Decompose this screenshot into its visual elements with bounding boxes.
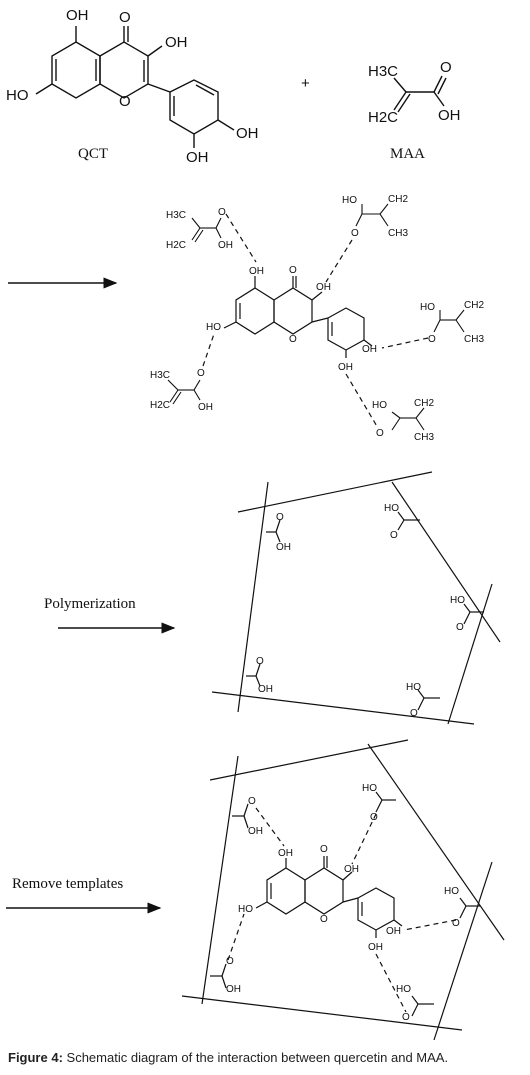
atom-label: O xyxy=(289,334,297,345)
atom-label: H3C xyxy=(368,63,398,80)
atom-label: CH3 xyxy=(388,228,408,239)
atom-label: O xyxy=(351,228,359,239)
atom-label: CH3 xyxy=(414,432,434,443)
atom-label: OH xyxy=(338,362,353,373)
atom-label: OH xyxy=(218,240,233,251)
remove-templates-label: Remove templates xyxy=(12,876,123,892)
atom-label: O xyxy=(197,368,205,379)
atom-label: OH xyxy=(258,684,273,695)
imprinted-labels: O OH HO O HO O O OH HO O OH O OH HO O OH… xyxy=(226,783,460,1023)
atom-label: OH xyxy=(386,926,401,937)
atom-label: HO xyxy=(238,904,253,915)
polymer-network-imprinted xyxy=(181,739,505,1041)
atom-label: CH3 xyxy=(464,334,484,345)
maa-structure-top xyxy=(393,75,447,113)
quercetin-structure-top xyxy=(35,26,235,148)
atom-label: OH xyxy=(186,149,209,166)
atom-label: HO xyxy=(444,886,459,897)
polymerization-label: Polymerization xyxy=(44,596,136,612)
polymer-labels-empty: O OH HO O HO O O OH HO O xyxy=(256,503,465,719)
atom-label: CH2 xyxy=(414,398,434,409)
maa-labels-top: H3C O H2C OH MAA xyxy=(368,59,461,162)
atom-label: O xyxy=(390,530,398,541)
atom-label: H3C xyxy=(150,370,170,381)
quercetin-structure-imprinted xyxy=(255,856,403,938)
qct-label: QCT xyxy=(78,146,108,162)
atom-label: O xyxy=(452,918,460,929)
atom-label: HO xyxy=(396,984,411,995)
atom-label: O xyxy=(320,844,328,855)
atom-label: O xyxy=(218,207,226,218)
figure-caption-label: Figure 4: xyxy=(8,1050,63,1065)
atom-label: HO xyxy=(6,87,29,104)
hydrogen-bonds-imprinted xyxy=(227,807,457,1013)
atom-label: OH xyxy=(278,848,293,859)
quercetin-labels-complex: OH O OH HO O OH OH xyxy=(206,265,377,373)
atom-label: OH xyxy=(438,107,461,124)
atom-label: O xyxy=(428,334,436,345)
atom-label: O xyxy=(248,796,256,807)
atom-label: OH xyxy=(249,266,264,277)
atom-label: OH xyxy=(316,282,331,293)
polymer-network-empty xyxy=(211,471,501,725)
atom-label: OH xyxy=(198,402,213,413)
figure-caption-text: Schematic diagram of the interaction bet… xyxy=(66,1050,449,1065)
atom-label: H3C xyxy=(166,210,186,221)
atom-label: OH xyxy=(66,7,89,24)
quercetin-labels-top: OH O OH HO O OH OH QCT xyxy=(6,7,259,166)
maa-label: MAA xyxy=(390,146,425,162)
atom-label: OH xyxy=(248,826,263,837)
atom-label: OH xyxy=(226,984,241,995)
atom-label: HO xyxy=(450,595,465,606)
atom-label: OH xyxy=(276,542,291,553)
maa-molecules-complex: H3C O H2C OH HO CH2 CH3 O HO CH2 CH3 O xyxy=(150,194,484,443)
atom-label: O xyxy=(376,428,384,439)
atom-label: O xyxy=(320,914,328,925)
atom-label: O xyxy=(276,512,284,523)
atom-label: OH xyxy=(362,344,377,355)
atom-label: O xyxy=(402,1012,410,1023)
plus-sign: + xyxy=(301,75,310,92)
atom-label: HO xyxy=(420,302,435,313)
atom-label: O xyxy=(119,93,131,110)
atom-label: O xyxy=(119,9,131,26)
atom-label: HO xyxy=(406,682,421,693)
atom-label: H2C xyxy=(166,240,186,251)
atom-label: O xyxy=(410,708,418,719)
atom-label: HO xyxy=(362,783,377,794)
atom-label: OH xyxy=(165,34,188,51)
atom-label: HO xyxy=(206,322,221,333)
atom-label: O xyxy=(226,956,234,967)
atom-label: OH xyxy=(368,942,383,953)
atom-label: HO xyxy=(342,195,357,206)
atom-label: OH xyxy=(236,125,259,142)
atom-label: HO xyxy=(372,400,387,411)
atom-label: O xyxy=(440,59,452,76)
atom-label: CH2 xyxy=(388,194,408,205)
atom-label: O xyxy=(456,622,464,633)
atom-label: OH xyxy=(344,864,359,875)
atom-label: O xyxy=(256,656,264,667)
atom-label: H2C xyxy=(368,109,398,126)
reaction-scheme: OH O OH HO O OH OH QCT + H3C O H2C OH MA… xyxy=(6,7,505,1041)
atom-label: H2C xyxy=(150,400,170,411)
atom-label: CH2 xyxy=(464,300,484,311)
atom-label: O xyxy=(289,265,297,276)
quercetin-structure-complex xyxy=(223,276,373,358)
atom-label: HO xyxy=(384,503,399,514)
figure-caption: Figure 4: Schematic diagram of the inter… xyxy=(8,1050,523,1065)
